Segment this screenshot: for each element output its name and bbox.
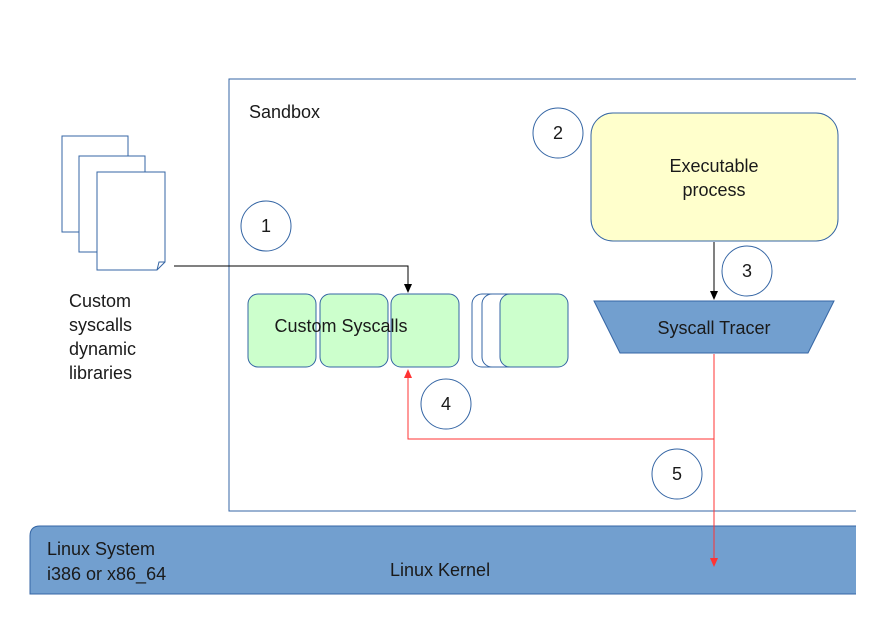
libraries-label: Custom syscalls dynamic libraries bbox=[69, 291, 136, 383]
linux-kernel-band: Linux System i386 or x86_64 Linux Kernel bbox=[29, 525, 856, 595]
libraries-label-line3: dynamic bbox=[69, 339, 136, 359]
executable-process-box: Executable process bbox=[590, 112, 839, 242]
sandbox-frame: Sandbox bbox=[228, 78, 856, 512]
libraries-label-line1: Custom bbox=[69, 291, 131, 311]
step-1-label: 1 bbox=[261, 216, 271, 236]
syscall-tracer-label: Syscall Tracer bbox=[657, 318, 770, 338]
step-1-marker: 1 bbox=[240, 200, 292, 252]
syscall-box bbox=[247, 293, 317, 368]
step-4-label: 4 bbox=[441, 394, 451, 414]
executable-label-line1: Executable bbox=[669, 156, 758, 176]
linux-system-label-line2: i386 or x86_64 bbox=[47, 564, 166, 585]
custom-syscalls-group: Custom Syscalls bbox=[247, 293, 569, 368]
step-2-marker: 2 bbox=[532, 107, 584, 159]
syscall-tracer-shape: Syscall Tracer bbox=[593, 300, 835, 354]
step-4-marker: 4 bbox=[420, 378, 472, 430]
sandbox-label: Sandbox bbox=[249, 102, 320, 122]
step-5-label: 5 bbox=[672, 464, 682, 484]
step-3-label: 3 bbox=[742, 261, 752, 281]
libraries-label-line2: syscalls bbox=[69, 315, 132, 335]
executable-label-line2: process bbox=[682, 180, 745, 200]
step-2-label: 2 bbox=[553, 123, 563, 143]
step-3-marker: 3 bbox=[721, 245, 773, 297]
custom-syscalls-label: Custom Syscalls bbox=[274, 316, 407, 336]
tracer-to-syscalls-arrow bbox=[404, 354, 715, 440]
linux-system-label-line1: Linux System bbox=[47, 539, 155, 559]
load-libraries-arrow bbox=[174, 265, 412, 293]
syscall-box bbox=[390, 293, 460, 368]
syscall-box bbox=[499, 293, 569, 368]
step-5-marker: 5 bbox=[651, 448, 703, 500]
syscall-box bbox=[319, 293, 389, 368]
linux-kernel-label: Linux Kernel bbox=[390, 560, 490, 580]
libraries-label-line4: libraries bbox=[69, 363, 132, 383]
libraries-document-stack-icon bbox=[61, 135, 166, 271]
